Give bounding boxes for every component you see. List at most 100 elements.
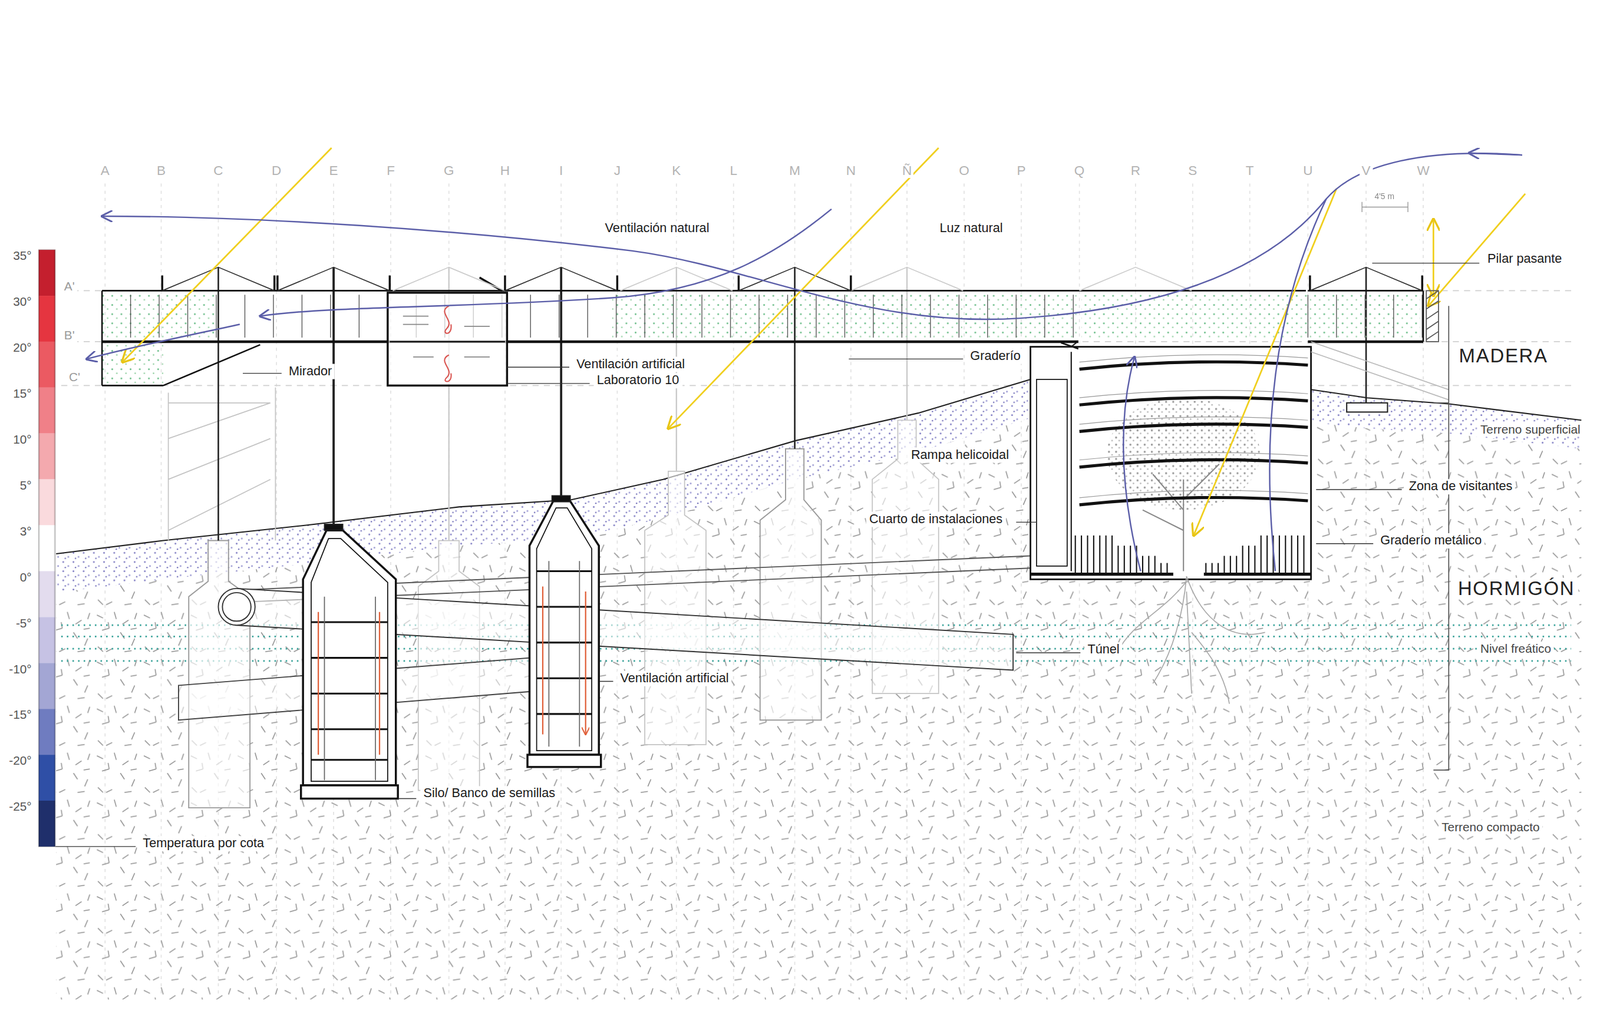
bridge [987, 294, 988, 338]
bridge [444, 305, 451, 382]
visitor-building [1079, 397, 1309, 405]
annotation-label: Pilar pasante [1484, 251, 1566, 267]
grid-axis-label: H [497, 162, 512, 178]
temperature-label: 3° [17, 524, 34, 539]
seed-silo [529, 499, 599, 755]
ground [55, 342, 1582, 1001]
grid-axis-label: I [557, 162, 566, 178]
pillar [324, 524, 343, 531]
bridge [403, 316, 490, 358]
temperature-swatch [38, 479, 56, 526]
visitor-building [1117, 576, 1266, 704]
visitor-building [1242, 545, 1244, 574]
visitor-building [1111, 535, 1113, 574]
level-label: B' [61, 328, 78, 343]
bridge [1307, 294, 1420, 338]
natural-light-ray [122, 147, 332, 363]
tunnel [218, 588, 255, 626]
ventilation-arrow [1269, 199, 1326, 572]
bridge [162, 267, 275, 292]
level-label: A' [61, 279, 78, 294]
bridge [187, 294, 188, 338]
seed-silo [548, 561, 550, 747]
leader-line [54, 263, 1480, 847]
temperature-label: 15° [11, 386, 34, 401]
visitor-building [1079, 361, 1309, 369]
grid-axis-label: W [1414, 162, 1432, 178]
bridge [101, 289, 1424, 292]
annotation-label: Ventilación artificial [617, 671, 732, 686]
seed-silo [374, 596, 376, 781]
temperature-swatch [38, 754, 56, 801]
bridge [393, 267, 506, 292]
bridge [586, 294, 588, 338]
bridge [1079, 267, 1192, 292]
grid-axis-label: B [154, 162, 168, 178]
grid-axis-label: R [1128, 162, 1143, 178]
annotation-label: Luz natural [936, 220, 1006, 236]
tunnel [222, 592, 251, 622]
level-line [61, 290, 1572, 386]
visitor-building [1254, 545, 1256, 574]
bridge [1393, 294, 1394, 338]
visitor-building [1142, 464, 1220, 572]
bridge [101, 267, 1449, 401]
footing [760, 449, 822, 721]
bridge [215, 294, 217, 338]
seed-silo [324, 596, 326, 781]
seed-silo [536, 507, 592, 751]
ventilation-arrow [86, 153, 1523, 572]
visitor-building [1079, 490, 1309, 498]
ventilation-arrow [259, 209, 831, 317]
natural-light-ray [122, 147, 1526, 536]
visitor-building [1223, 556, 1225, 574]
visitor-building [1248, 545, 1250, 574]
material-bracket [1426, 290, 1439, 340]
annotation-label: Silo/ Banco de semillas [420, 786, 559, 801]
bridge [1073, 294, 1074, 338]
visitor-building [1093, 535, 1095, 574]
pillar [333, 267, 562, 531]
visitor-building [1030, 347, 1312, 580]
ventilation-arrow [101, 153, 1523, 320]
seed-silo [311, 693, 388, 695]
bridge [389, 341, 506, 343]
seed-silo [311, 759, 388, 761]
dimension-label: 4'5 m [1372, 192, 1397, 201]
annotation-label: Ventilación natural [601, 220, 712, 236]
bridge [644, 294, 645, 338]
seed-silo [527, 754, 602, 768]
visitor-building [1302, 535, 1305, 574]
pillar [218, 267, 1388, 541]
bridge [530, 294, 531, 338]
grid-axis-label: E [327, 162, 341, 178]
bridge [272, 294, 274, 338]
annotation-label: Laboratorio 10 [594, 373, 683, 388]
bridge [901, 294, 903, 338]
visitor-building [1080, 535, 1082, 574]
temperature-swatch [38, 617, 56, 663]
ghost-footing [644, 471, 707, 745]
temperature-swatch [38, 708, 56, 755]
seed-silo [311, 728, 388, 731]
bridge [101, 290, 1424, 386]
visitor-building [1030, 347, 1312, 705]
ventilation-arrow [1123, 357, 1141, 572]
annotation-label: Ventilación artificial [573, 356, 688, 372]
visitor-building [1166, 563, 1168, 574]
seed-silo [536, 641, 592, 644]
bridge [1311, 341, 1450, 401]
bridge [130, 294, 131, 338]
visitor-building [1129, 545, 1131, 574]
bridge [673, 294, 674, 338]
temperature-swatch [38, 295, 56, 342]
footing [188, 540, 250, 809]
bridge [244, 294, 246, 338]
temperature-label: 35° [11, 248, 34, 263]
bridge [505, 275, 618, 291]
temperature-label: -25° [7, 799, 34, 814]
bridge [1081, 294, 1308, 338]
temperature-swatch [38, 800, 56, 847]
